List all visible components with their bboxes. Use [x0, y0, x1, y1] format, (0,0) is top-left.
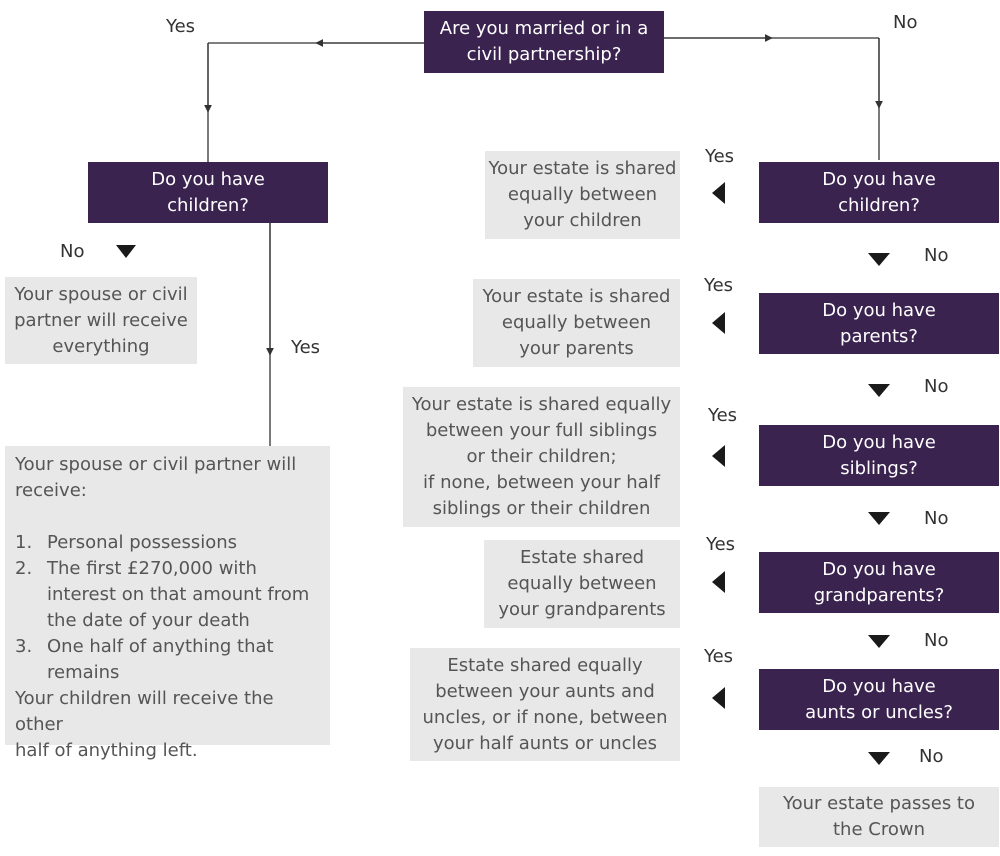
- answer-estate-grandparents: Estate shared equally between your grand…: [484, 540, 680, 628]
- arrow-down-icon: [868, 512, 890, 525]
- arrow-down-icon: [868, 635, 890, 648]
- arrow-down-icon: [868, 253, 890, 266]
- spouse-split-list: 1.Personal possessions 2.The first £270,…: [15, 530, 320, 686]
- question-left-children: Do you have children?: [88, 162, 328, 223]
- question-married: Are you married or in a civil partnershi…: [424, 11, 664, 73]
- answer-estate-siblings: Your estate is shared equally between yo…: [403, 387, 680, 527]
- question-grandparents: Do you have grandparents?: [759, 552, 999, 613]
- list-item: 2.The first £270,000 with interest on th…: [15, 558, 310, 631]
- question-parents: Do you have parents?: [759, 293, 999, 354]
- label-yes: Yes: [291, 337, 321, 358]
- arrow-down-icon: [868, 384, 890, 397]
- spouse-split-outro: Your children will receive the other hal…: [15, 688, 274, 761]
- label-yes: Yes: [708, 405, 738, 426]
- label-no: No: [893, 12, 918, 33]
- answer-spouse-split: Your spouse or civil partner will receiv…: [5, 446, 330, 761]
- question-aunts-uncles: Do you have aunts or uncles?: [759, 669, 999, 730]
- arrow-left-icon: [712, 445, 725, 467]
- list-item: 1.Personal possessions: [15, 532, 238, 553]
- question-siblings: Do you have siblings?: [759, 425, 999, 486]
- arrow-down-icon: [868, 752, 890, 765]
- spouse-split-intro: Your spouse or civil partner will receiv…: [15, 454, 297, 501]
- answer-estate-children: Your estate is shared equally between yo…: [485, 151, 680, 239]
- label-no: No: [919, 746, 944, 767]
- label-no: No: [924, 508, 949, 529]
- arrow-down-icon: [116, 245, 136, 258]
- label-no: No: [924, 630, 949, 651]
- label-yes: Yes: [705, 146, 735, 167]
- label-yes: Yes: [704, 646, 734, 667]
- answer-estate-aunts-uncles: Estate shared equally between your aunts…: [410, 648, 680, 761]
- label-no: No: [924, 245, 949, 266]
- list-item: 3.One half of anything that remains: [15, 636, 274, 683]
- label-yes: Yes: [704, 275, 734, 296]
- arrow-left-icon: [712, 312, 725, 334]
- label-yes: Yes: [706, 534, 736, 555]
- arrow-left-icon: [712, 182, 725, 204]
- arrow-left-icon: [712, 571, 725, 593]
- answer-spouse-everything: Your spouse or civil partner will receiv…: [5, 277, 197, 364]
- label-yes: Yes: [166, 16, 196, 37]
- question-right-children: Do you have children?: [759, 162, 999, 223]
- label-no: No: [60, 241, 85, 262]
- answer-estate-crown: Your estate passes to the Crown: [759, 787, 999, 847]
- answer-estate-parents: Your estate is shared equally between yo…: [473, 279, 680, 367]
- label-no: No: [924, 376, 949, 397]
- arrow-left-icon: [712, 687, 725, 709]
